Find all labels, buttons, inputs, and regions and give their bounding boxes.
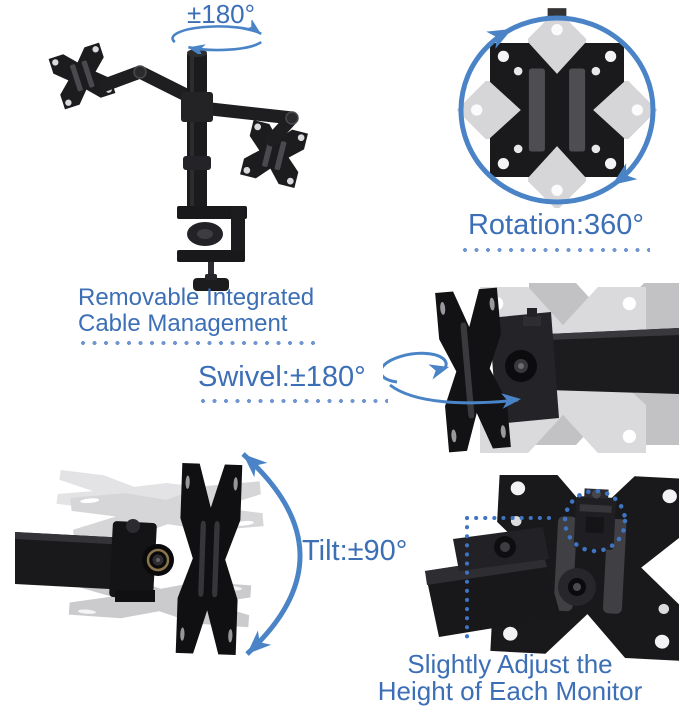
height-line1: Slightly Adjust the: [407, 649, 613, 679]
cable-line2: Cable Management: [78, 309, 288, 337]
tilt-arc-arrow-icon: [236, 446, 303, 662]
height-adjust-label: Slightly Adjust the Height of Each Monit…: [350, 651, 670, 705]
cable-dotted-underline: [80, 340, 320, 346]
height-line2: Height of Each Monitor: [377, 676, 643, 706]
vesa-rotation-360-illustration: [456, 8, 658, 208]
dotted-highlight-circle: [562, 488, 628, 554]
left-vesa-plate: [48, 42, 116, 110]
rotation-dotted-underline: [462, 247, 650, 253]
vesa-tilt-illustration: [15, 463, 264, 655]
dual-monitor-desk-mount-illustration: [48, 42, 308, 291]
vesa-plate-swiveled: [435, 287, 511, 453]
mount-arm: [15, 532, 129, 590]
tilt-label: Tilt:±90°: [302, 535, 408, 567]
height-adjustment-closeup-illustration: [425, 475, 679, 661]
swivel-dotted-underline: [200, 398, 388, 404]
center-pole: [181, 49, 213, 210]
vesa-plate-vertical: [175, 463, 243, 655]
cable-line1: Removable Integrated: [78, 284, 315, 311]
swivel-arrow-icon: [383, 351, 522, 409]
height-adjust-screw: [573, 488, 617, 550]
pole-rotation-arrow-icon: [171, 20, 266, 54]
rotation-360-arrow-icon: [458, 15, 656, 205]
pole-rotation-label: ±180°: [186, 0, 256, 29]
right-vesa-plate: [240, 120, 308, 188]
mount-arm: [547, 328, 679, 394]
swivel-label: Swivel:±180°: [198, 361, 366, 393]
vesa-plate: [490, 8, 624, 177]
tilt-hinge: [109, 521, 157, 599]
dotted-guide-lines: [465, 516, 555, 643]
desk-clamp: [177, 206, 247, 291]
vesa-swivel-illustration: [435, 283, 679, 453]
rotation-360-label: Rotation:360°: [467, 209, 645, 241]
ghost-plate: [456, 9, 658, 208]
cable-management-label: Removable Integrated Cable Management: [78, 285, 314, 337]
